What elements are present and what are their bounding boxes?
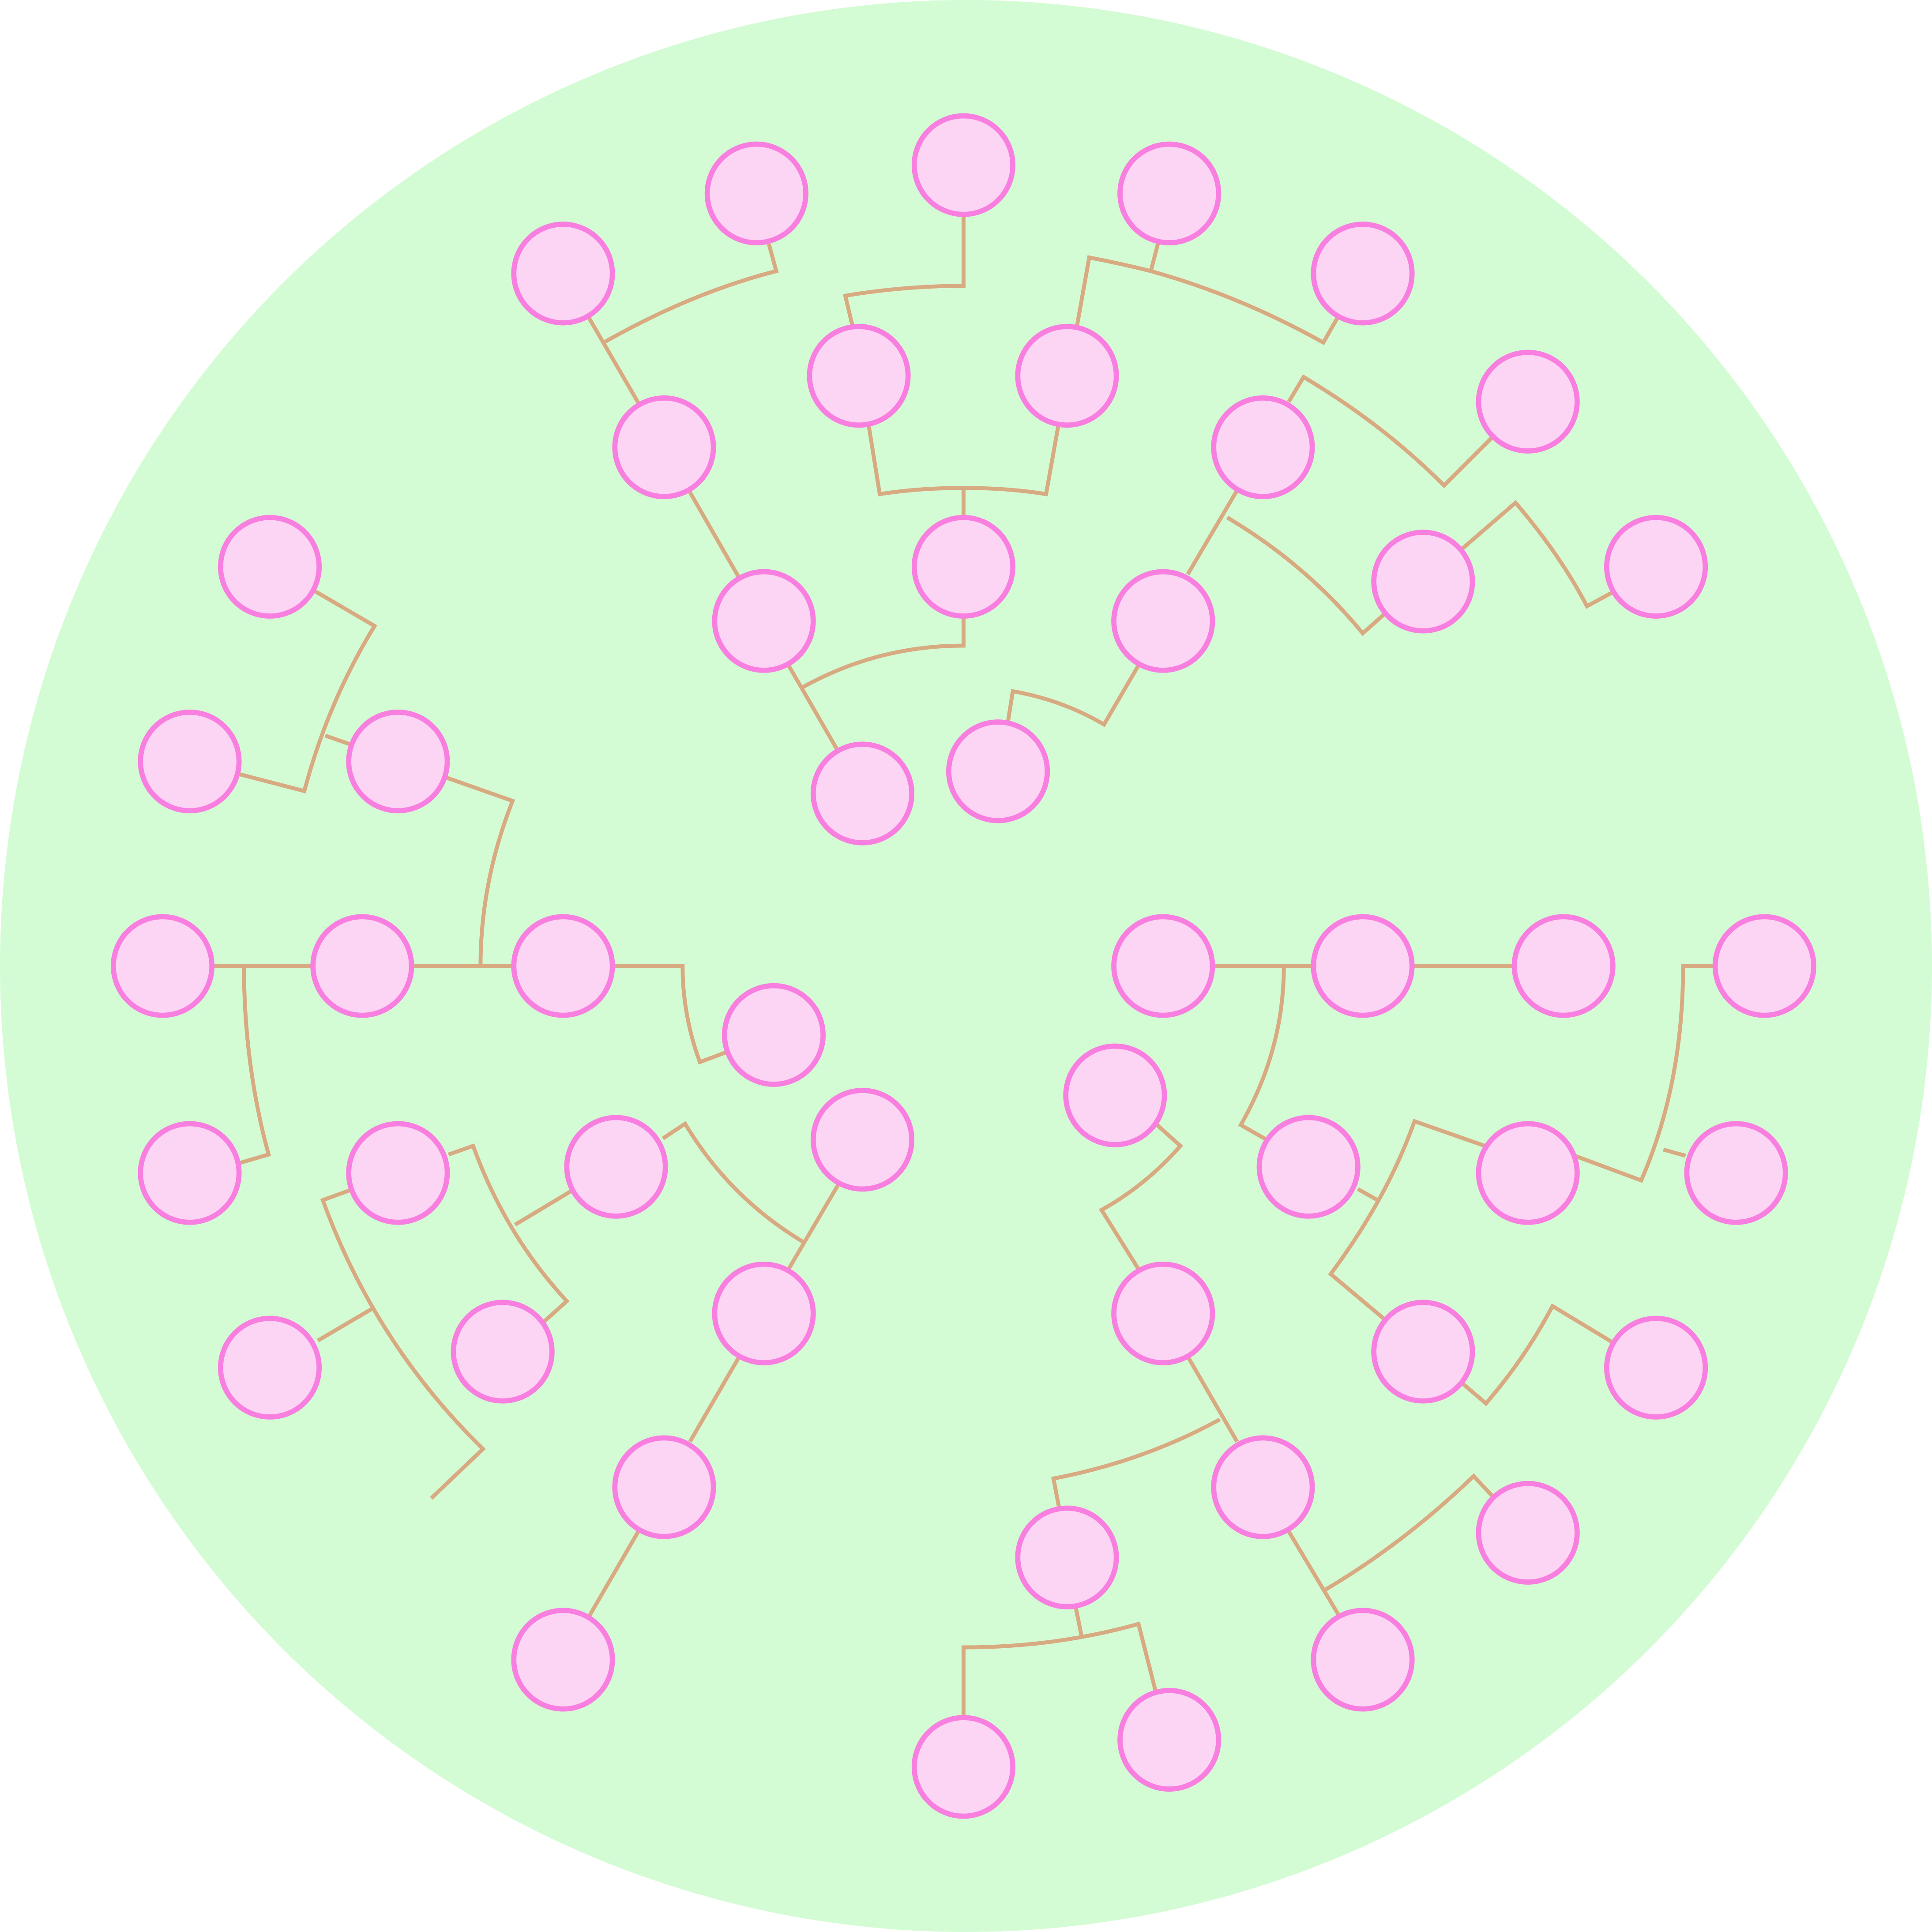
tree-node-n10 (1313, 224, 1412, 323)
tree-node-c3 (313, 917, 411, 1015)
tree-node-n45 (914, 1718, 1013, 1816)
tree-node-c6 (1114, 1264, 1212, 1363)
tree-node-n26 (1514, 917, 1613, 1015)
tree-node-n30 (1374, 1302, 1472, 1401)
tree-node-n25 (1313, 917, 1412, 1015)
tree-node-n41 (221, 1319, 319, 1417)
tree-node-n8 (1018, 327, 1116, 425)
tree-node-n2 (615, 398, 713, 496)
tree-node-n37 (567, 1117, 665, 1216)
tree-node-n24 (140, 1124, 239, 1222)
tree-node-n19 (514, 917, 612, 1015)
tree-node-n21 (221, 518, 319, 616)
tree-node-n5 (914, 518, 1013, 616)
tree-node-n22 (725, 986, 823, 1084)
tree-node-n13 (1374, 532, 1472, 631)
tree-node-n9 (1120, 144, 1218, 243)
tree-node-n34 (1479, 1484, 1577, 1582)
tree-node-n31 (1687, 1124, 1785, 1222)
tree-node-n36 (813, 1090, 912, 1189)
tree-node-n33 (1066, 1046, 1164, 1144)
tree-node-n39 (349, 1124, 447, 1222)
tree-node-n38 (514, 1610, 612, 1709)
tree-node-c2 (1114, 572, 1212, 670)
tree-node-n7 (809, 327, 908, 425)
tree-node-n46 (1120, 1691, 1218, 1789)
tree-node-n23 (140, 712, 239, 811)
tree-node-n32 (1607, 1319, 1705, 1417)
tree-node-n6 (914, 116, 1013, 214)
tree-node-n15 (1479, 353, 1577, 451)
tree-node-n35 (615, 1438, 713, 1536)
tree-node-n12 (1214, 398, 1312, 496)
tree-node-n3 (514, 224, 612, 323)
tree-node-n40 (453, 1302, 552, 1401)
tree-node-n43 (1018, 1508, 1116, 1607)
tree-node-c5 (714, 1264, 813, 1363)
tree-node-n1 (813, 744, 912, 842)
tree-node-c4 (1114, 917, 1212, 1015)
tree-node-n29 (1479, 1124, 1577, 1222)
tree-node-n14 (1607, 518, 1705, 616)
tree-node-n4 (707, 144, 806, 243)
tree-node-n18 (113, 917, 212, 1015)
tree-node-n42 (1214, 1438, 1312, 1536)
tree-node-n27 (1259, 1117, 1358, 1216)
tree-node-n44 (1313, 1610, 1412, 1709)
tree-node-n20 (349, 712, 447, 811)
tree-node-c1 (714, 572, 813, 670)
tree-node-n11 (949, 722, 1047, 820)
tree-node-n28 (1715, 917, 1814, 1015)
